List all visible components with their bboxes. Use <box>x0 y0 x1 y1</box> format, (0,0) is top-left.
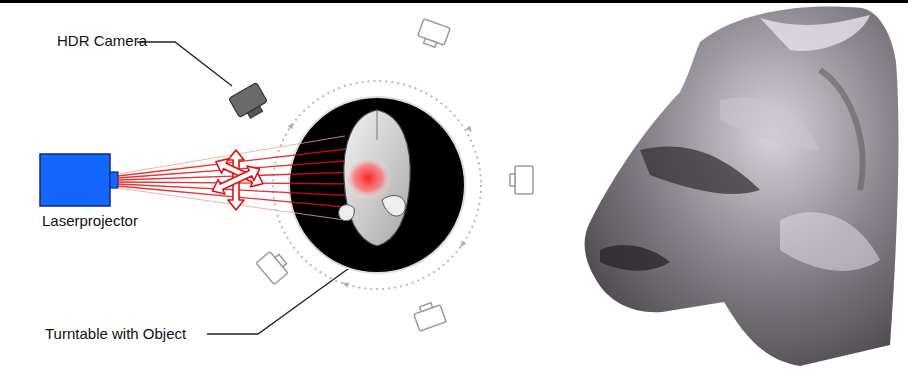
rendered-horse-head <box>585 6 899 366</box>
part-label: HDR Camera <box>57 32 147 50</box>
frame <box>0 0 908 3</box>
part-label: Laserprojector <box>42 212 138 230</box>
orbit-path <box>273 81 481 289</box>
scanned-object <box>339 110 411 246</box>
leader-line <box>137 42 232 86</box>
hdr-camera <box>229 82 271 122</box>
deflection-arrows <box>209 150 266 210</box>
camera-position <box>256 19 533 331</box>
laser-projector <box>40 154 118 206</box>
part-label: Turntable with Object <box>45 325 186 343</box>
turntable <box>289 97 465 273</box>
